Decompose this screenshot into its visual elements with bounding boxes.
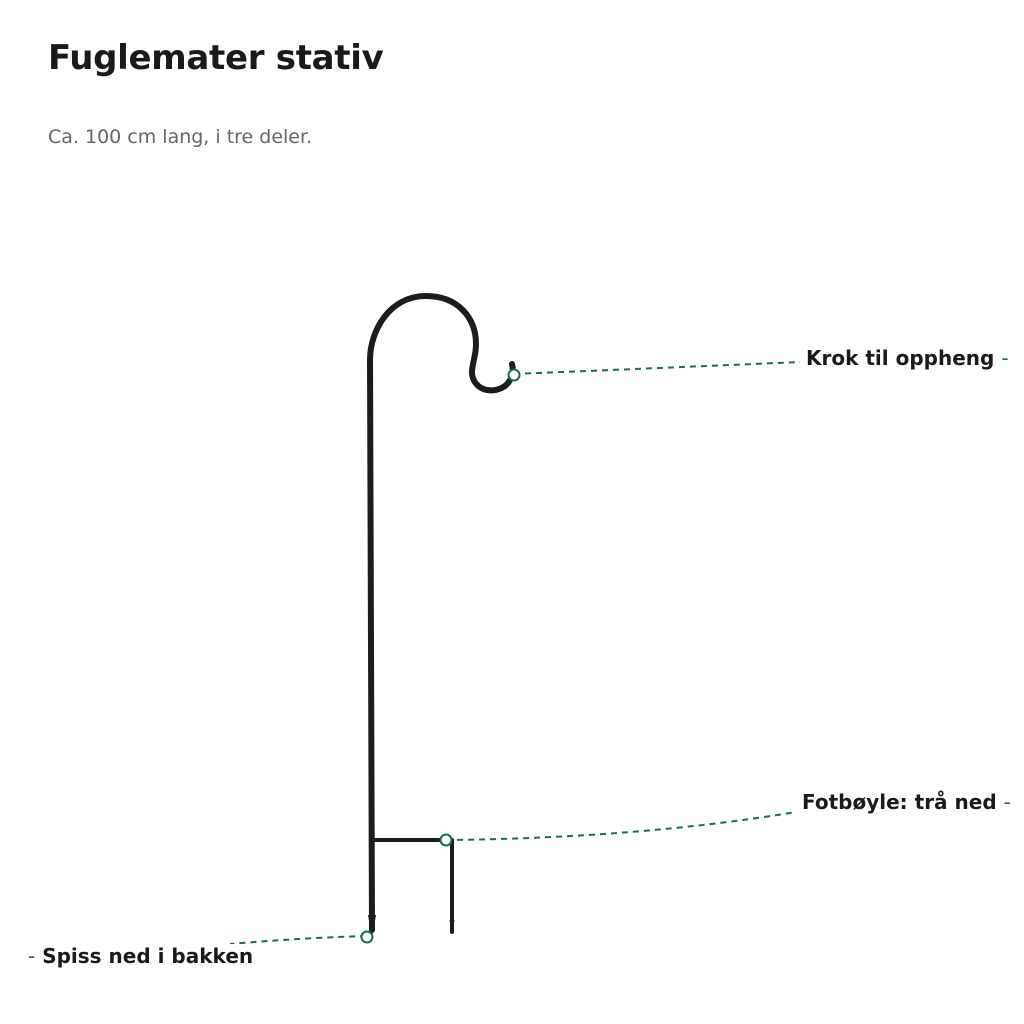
foot-bar-tip	[449, 920, 455, 934]
foot-bar	[370, 838, 454, 934]
callout-hook-label: Krok til oppheng	[806, 346, 995, 370]
callout-hook-dash: -	[1001, 346, 1009, 370]
marker-hook	[507, 368, 521, 382]
callout-foot: Fotbøyle: trå ned -	[800, 790, 1013, 814]
page-subtitle: Ca. 100 cm lang, i tre deler.	[48, 126, 313, 148]
marker-foot	[439, 833, 453, 847]
leader-line-foot	[445, 811, 797, 841]
callout-foot-label: Fotbøyle: trå ned	[802, 790, 997, 814]
leader-line-hook	[513, 361, 801, 375]
marker-tip	[360, 930, 374, 944]
pole-tip	[368, 915, 376, 938]
callout-foot-dash: -	[1003, 790, 1011, 814]
page-title: Fuglemater stativ	[48, 38, 384, 78]
pole-with-hook	[367, 293, 516, 933]
callout-tip-dash: -	[28, 944, 36, 968]
leader-line-tip	[229, 935, 367, 945]
callout-tip: - Spiss ned i bakken	[26, 944, 256, 968]
callout-tip-label: Spiss ned i bakken	[42, 944, 254, 968]
callout-hook: Krok til oppheng -	[804, 346, 1011, 370]
